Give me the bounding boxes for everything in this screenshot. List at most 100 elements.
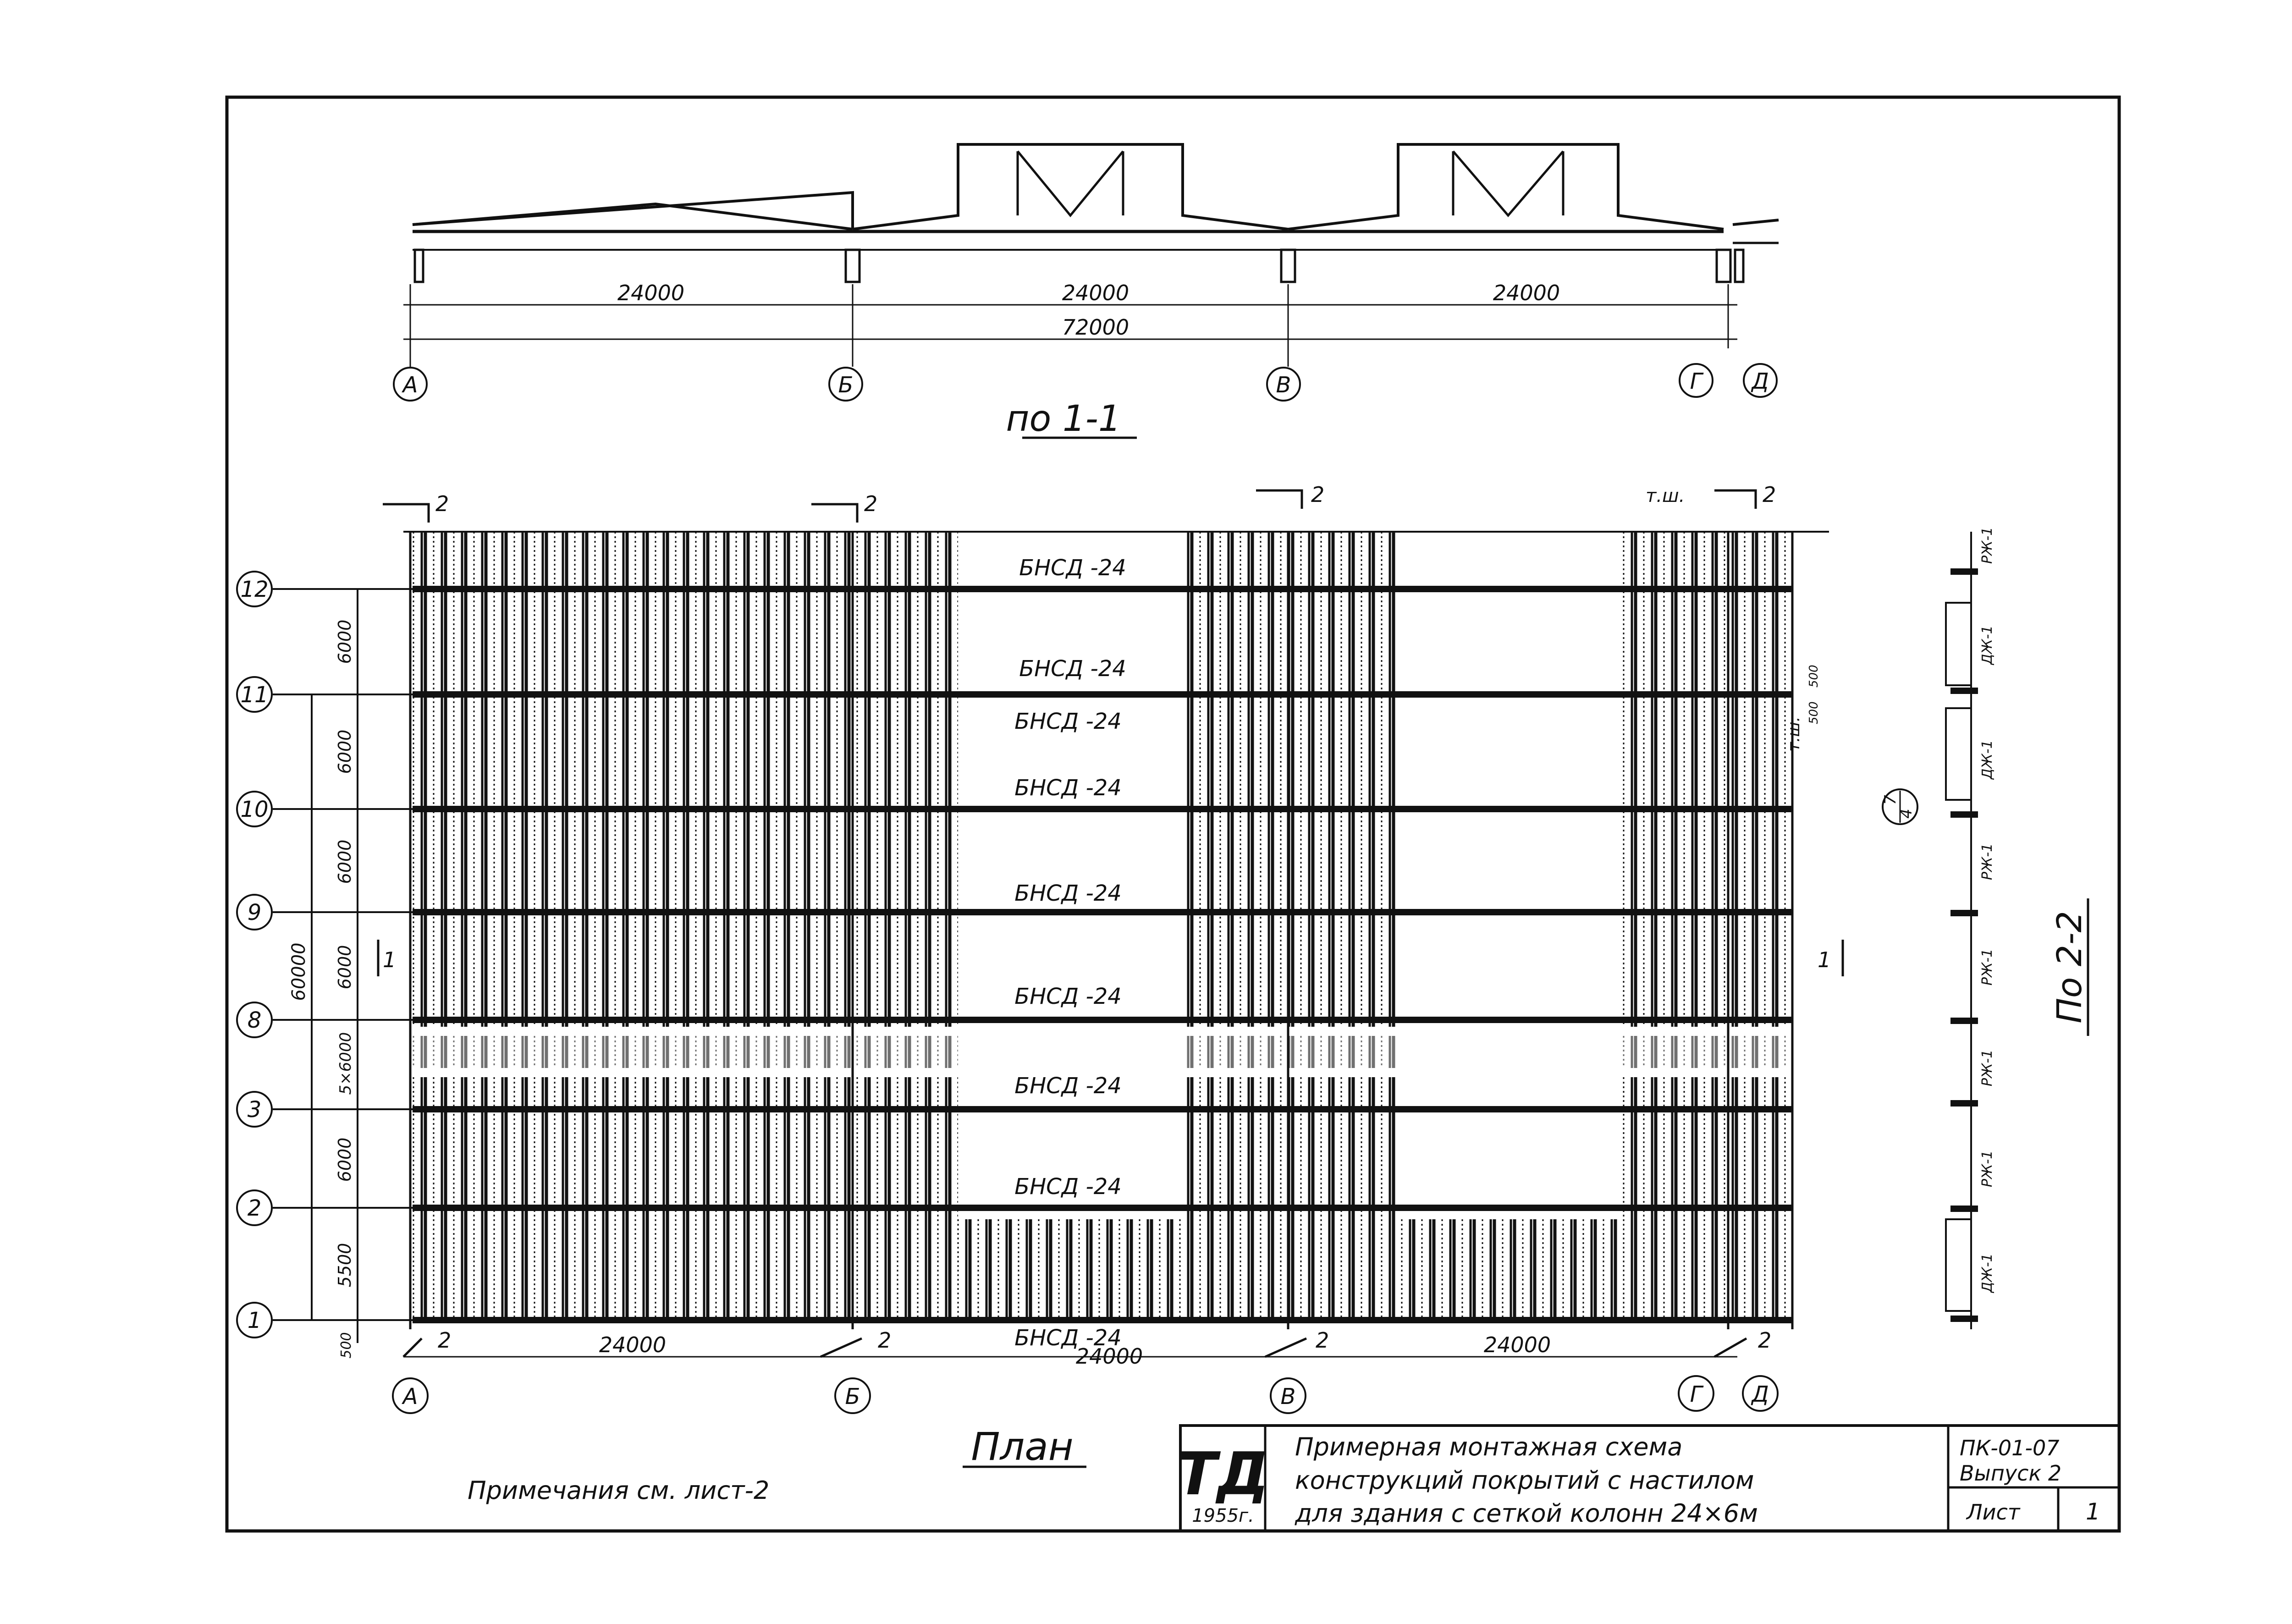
svg-text:2: 2 — [1311, 482, 1324, 507]
svg-text:2: 2 — [435, 491, 449, 516]
col-axis-a: А — [392, 1377, 429, 1414]
stamp-sheet-number: 1 — [2086, 1498, 2100, 1525]
row-axis-1: 1 — [236, 1302, 273, 1338]
svg-text:А: А — [402, 372, 418, 398]
svg-text:В: В — [1281, 1384, 1296, 1409]
svg-text:2: 2 — [864, 491, 877, 516]
tsh-label: т.ш. — [1646, 485, 1685, 506]
side-dim: 500 — [1807, 665, 1821, 688]
svg-text:1: 1 — [1818, 947, 1831, 972]
stamp-code: ПК-01-07 — [1960, 1436, 2060, 1460]
span-label-1: 24000 — [617, 281, 684, 305]
svg-text:3: 3 — [248, 1097, 262, 1123]
row-axis-8: 8 — [236, 1002, 273, 1038]
beam-label: БНСД -24 — [1014, 775, 1122, 801]
svg-text:Г: Г — [1690, 369, 1704, 394]
svg-text:7: 7 — [1881, 795, 1900, 805]
span-label-3: 24000 — [1493, 281, 1560, 305]
cut-mark-1-left: 1 — [377, 940, 396, 976]
stamp-title-line: конструкций покрытий с настилом — [1295, 1466, 1754, 1495]
row-dim: 6000 — [335, 620, 355, 664]
axis-bubble-b: Б — [828, 367, 863, 402]
svg-text:2: 2 — [248, 1195, 262, 1221]
row-dim: 500 — [338, 1332, 354, 1358]
svg-text:Б: Б — [845, 1384, 860, 1409]
row-axis-10: 10 — [236, 791, 273, 827]
row-axis-2: 2 — [236, 1189, 273, 1226]
svg-text:Б: Б — [838, 372, 854, 398]
svg-text:2: 2 — [1763, 482, 1776, 507]
svg-text:Д: Д — [1751, 369, 1769, 394]
col-axis-d: Д — [1742, 1375, 1779, 1412]
beam-label: БНСД -24 — [1019, 555, 1126, 581]
panel-label: РЖ-1 — [1979, 1050, 1995, 1086]
svg-text:Д: Д — [1751, 1382, 1769, 1407]
panel-label: РЖ-1 — [1979, 527, 1995, 564]
svg-text:1: 1 — [248, 1308, 262, 1333]
axis-bubble-g: Г — [1679, 363, 1713, 398]
section-mark-2: 2 — [1714, 482, 1776, 509]
total-row-dim: 60000 — [288, 942, 309, 1001]
svg-text:2: 2 — [438, 1328, 451, 1353]
svg-text:8: 8 — [248, 1007, 262, 1033]
col-axis-v: В — [1270, 1377, 1306, 1414]
svg-text:В: В — [1276, 372, 1291, 398]
beam-label: БНСД -24 — [1014, 1325, 1122, 1351]
beam-label: БНСД -24 — [1014, 1174, 1122, 1200]
section-mark-2: 2 — [820, 1328, 891, 1358]
section-mark-2: 2 — [1713, 1328, 1771, 1358]
bottom-span: 24000 — [1076, 1344, 1143, 1369]
row-axis-3: 3 — [236, 1091, 273, 1128]
beam-label: БНСД -24 — [1014, 709, 1122, 734]
side-dim: 500 — [1807, 701, 1821, 724]
plan: БНСД -24 БНСД -24 БНСД -24 БНСД -24 БНСД… — [236, 482, 1844, 1469]
section-mark-2: 2 — [1264, 1328, 1329, 1358]
span-label-2: 24000 — [1062, 281, 1129, 305]
tsh-label: т.ш. — [1785, 716, 1803, 752]
axis-bubble-v: В — [1266, 367, 1301, 402]
section-mark-2: 2 — [1256, 482, 1324, 509]
row-dim: 6000 — [335, 730, 355, 774]
deck-field — [1398, 1219, 1618, 1320]
svg-text:2: 2 — [1316, 1328, 1329, 1353]
row-axis-9: 9 — [236, 894, 273, 930]
node-reference: 7 4 — [1881, 788, 1918, 825]
stamp-title-line: для здания с сеткой колонн 24×6м — [1295, 1499, 1758, 1528]
beam-label: БНСД -24 — [1019, 656, 1126, 682]
panel-label: ДЖ-1 — [1979, 625, 1995, 666]
section-1-1-title: по 1-1 — [1006, 398, 1121, 440]
svg-text:9: 9 — [248, 900, 262, 925]
deck-field — [1183, 532, 1398, 1320]
panel-label: ДЖ-1 — [1979, 740, 1995, 780]
col-axis-b: Б — [834, 1377, 871, 1414]
stamp-issue: Выпуск 2 — [1960, 1461, 2061, 1486]
panel-label: РЖ-1 — [1979, 843, 1995, 880]
beam-label: БНСД -24 — [1014, 1073, 1122, 1099]
cut-mark-1-right: 1 — [1818, 940, 1844, 976]
svg-text:2: 2 — [878, 1328, 891, 1353]
svg-text:4: 4 — [1897, 809, 1916, 819]
row-axis-12: 12 — [236, 571, 273, 607]
deck-field — [1618, 532, 1792, 1320]
svg-text:1: 1 — [383, 947, 396, 972]
row-dim: 5×6000 — [336, 1032, 355, 1095]
axis-bubble-d: Д — [1743, 363, 1778, 398]
section-mark-2: 2 — [383, 491, 449, 523]
title-block: ТД 1955г. Примерная монтажная схема конс… — [1177, 1424, 2121, 1532]
svg-text:А: А — [402, 1384, 418, 1409]
panel-label: РЖ-1 — [1979, 1151, 1995, 1187]
section-1-1: 24000 24000 24000 72000 А Б В Г Д по 1-1 — [393, 143, 1779, 440]
deck-field — [413, 532, 958, 1320]
row-dim: 6000 — [335, 1138, 355, 1182]
stamp-year: 1955г. — [1192, 1505, 1254, 1526]
section-mark-2: 2 — [811, 491, 877, 523]
beam-label: БНСД -24 — [1014, 984, 1122, 1009]
row-dim: 5500 — [335, 1243, 355, 1288]
bottom-span: 24000 — [1484, 1332, 1551, 1357]
drawing-frame — [225, 95, 2121, 1533]
bottom-span: 24000 — [599, 1332, 666, 1357]
plan-title: План — [971, 1424, 1073, 1469]
notes: Примечания см. лист-2 — [468, 1476, 769, 1505]
panel-label: ДЖ-1 — [1979, 1253, 1995, 1294]
